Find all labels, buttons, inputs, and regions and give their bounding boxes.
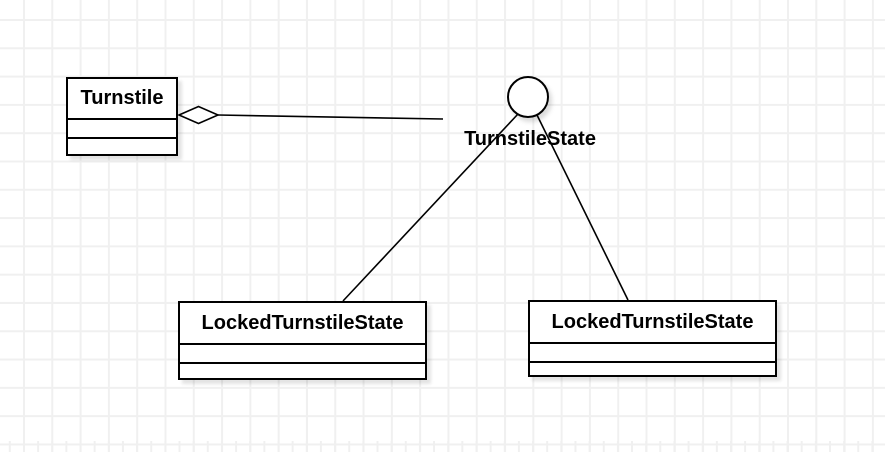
class-title: Turnstile xyxy=(80,87,164,109)
attributes-compartment xyxy=(530,342,775,361)
aggregation-line xyxy=(217,114,444,120)
association-line-left[interactable] xyxy=(342,113,519,302)
class-box-lockedturnstilestate-left[interactable]: LockedTurnstileState xyxy=(178,301,427,380)
aggregation-edge[interactable] xyxy=(176,105,444,125)
attributes-compartment xyxy=(180,343,425,362)
interface-lollipop-circle[interactable] xyxy=(507,76,549,118)
class-title: LockedTurnstileState xyxy=(201,311,404,334)
attributes-compartment xyxy=(68,118,176,137)
interface-label[interactable]: TurnstileState xyxy=(464,128,596,150)
methods-compartment xyxy=(68,137,176,154)
methods-compartment xyxy=(180,362,425,378)
class-title: LockedTurnstileState xyxy=(551,310,754,333)
methods-compartment xyxy=(530,361,775,375)
class-box-turnstile[interactable]: Turnstile xyxy=(66,77,178,156)
class-box-lockedturnstilestate-right[interactable]: LockedTurnstileState xyxy=(528,300,777,377)
association-line-right[interactable] xyxy=(536,114,629,301)
aggregation-diamond-icon xyxy=(176,105,221,125)
